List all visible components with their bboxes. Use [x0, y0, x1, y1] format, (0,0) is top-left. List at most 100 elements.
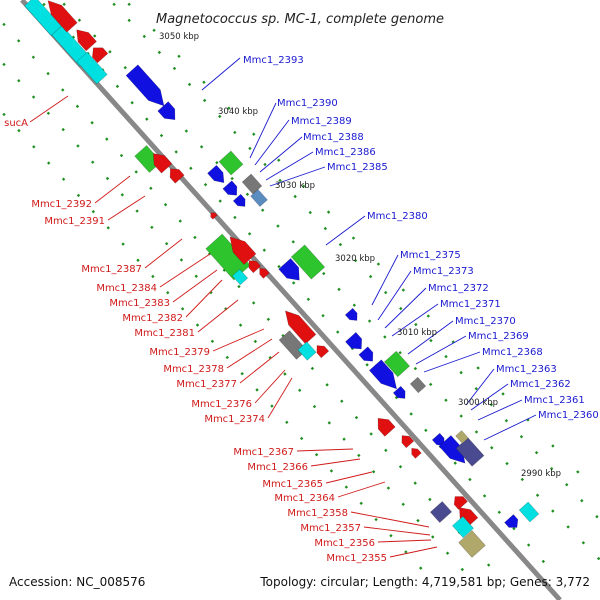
tick-mark — [159, 133, 164, 138]
tick-mark — [595, 515, 599, 519]
gene-label: Mmc1_2371 — [440, 299, 501, 310]
tick-mark — [119, 153, 124, 158]
tick-mark — [401, 288, 406, 292]
gene-arrow — [278, 258, 300, 281]
map-title: Magnetococcus sp. MC-1, complete genome — [156, 12, 444, 27]
tick-mark — [326, 210, 331, 214]
tick-mark — [497, 510, 501, 514]
gene-label: Mmc1_2378 — [163, 364, 224, 375]
tick-mark — [252, 132, 256, 136]
tick-mark — [365, 363, 369, 367]
tick-mark — [337, 287, 341, 292]
tick-mark — [549, 467, 554, 471]
gene-block — [134, 145, 162, 173]
tick-mark — [474, 386, 478, 391]
tick-mark — [127, 18, 131, 23]
tick-mark — [413, 366, 418, 371]
tick-mark — [164, 241, 169, 246]
tick-mark — [189, 166, 193, 170]
gene-label: Mmc1_2365 — [262, 479, 323, 490]
tick-mark — [76, 193, 81, 198]
gene-label: Mmc1_2360 — [538, 410, 599, 421]
tick-mark — [130, 101, 134, 105]
gene-feature — [392, 385, 406, 399]
tick-mark — [505, 461, 509, 466]
kbp-label-3010: 3010 kbp — [397, 328, 437, 338]
gene-feature — [429, 501, 453, 523]
gene-block — [383, 350, 411, 378]
label-line — [159, 253, 211, 288]
gene-label: Mmc1_2393 — [243, 55, 304, 66]
gene-label: Mmc1_2384 — [96, 283, 157, 294]
tick-mark — [266, 317, 271, 322]
kbp-label-3040: 3040 kbp — [218, 107, 258, 117]
tick-mark — [253, 339, 258, 344]
gene-block — [409, 376, 427, 394]
gene-label: Mmc1_2370 — [455, 316, 516, 327]
tick-mark — [321, 314, 325, 318]
tick-mark — [474, 430, 479, 434]
gene-arrow — [169, 168, 185, 184]
tick-mark — [376, 262, 381, 266]
gene-feature — [504, 514, 519, 528]
gene-label: Mmc1_2355 — [326, 553, 387, 564]
gene-label: Mmc1_2390 — [277, 98, 338, 109]
tick-mark — [551, 444, 555, 448]
gene-feature — [344, 307, 358, 321]
label-line — [377, 539, 432, 543]
label-line — [172, 269, 218, 303]
tick-mark — [581, 541, 586, 545]
gene-feature — [290, 244, 326, 280]
tick-mark — [428, 497, 432, 502]
tick-mark — [150, 225, 154, 230]
gene-arrow — [157, 101, 176, 121]
label-line — [371, 254, 399, 306]
gene-block — [452, 515, 474, 539]
tick-mark — [551, 509, 555, 513]
gene-arrow — [207, 164, 225, 184]
tick-mark — [565, 483, 569, 487]
kbp-label-3030: 3030 kbp — [275, 181, 315, 191]
label-line — [185, 279, 223, 318]
tick-mark — [486, 563, 491, 567]
gene-label: Mmc1_2363 — [496, 364, 557, 375]
tick-mark — [166, 290, 170, 295]
label-line — [407, 320, 454, 355]
tick-mark — [263, 162, 267, 167]
label-line — [29, 95, 69, 123]
tick-mark — [224, 307, 228, 311]
tick-mark — [108, 50, 112, 54]
tick-mark — [75, 104, 80, 109]
gene-feature — [47, 0, 78, 33]
tick-mark — [202, 80, 206, 84]
tick-mark — [413, 481, 417, 485]
tick-mark — [2, 112, 6, 117]
tick-mark — [152, 28, 156, 32]
tick-mark — [76, 144, 80, 148]
label-line — [296, 448, 354, 452]
gene-label: Mmc1_2366 — [247, 462, 308, 473]
tick-mark — [233, 130, 237, 135]
tick-mark — [351, 236, 356, 240]
tick-mark — [431, 535, 435, 539]
tick-mark — [329, 469, 334, 473]
gene-feature — [458, 530, 486, 558]
tick-mark — [359, 501, 363, 506]
tick-mark — [123, 65, 127, 70]
tick-mark — [344, 485, 349, 489]
tick-mark — [342, 437, 346, 441]
tick-mark — [383, 335, 387, 339]
label-line — [249, 102, 277, 159]
tick-mark — [399, 306, 403, 311]
gene-arrow — [259, 267, 270, 279]
tick-mark — [31, 95, 36, 99]
gene-feature — [518, 501, 540, 523]
tick-mark — [298, 388, 302, 392]
tick-mark — [135, 209, 139, 213]
tick-mark — [112, 2, 116, 7]
tick-mark — [61, 177, 66, 181]
tick-mark — [353, 258, 358, 263]
tick-mark — [247, 232, 252, 236]
tick-mark — [46, 71, 50, 76]
gene-feature — [241, 173, 263, 195]
